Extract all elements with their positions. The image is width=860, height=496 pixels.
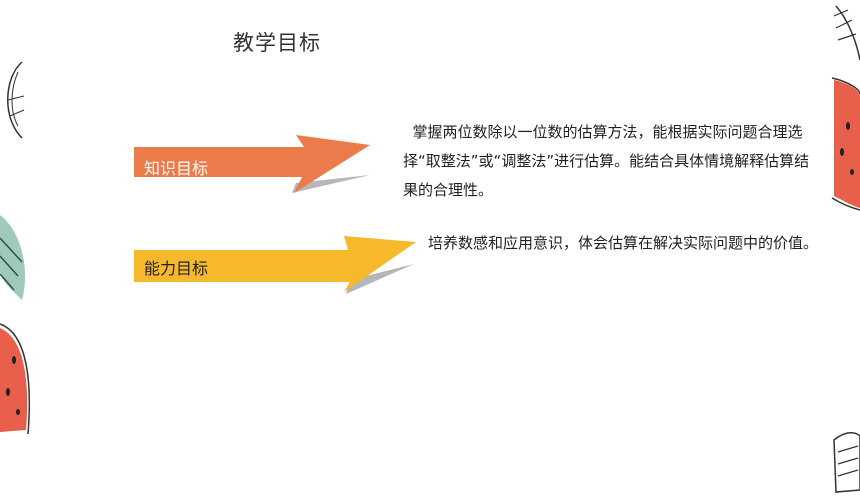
arrow-shadow bbox=[292, 175, 370, 193]
sketch-leaf-icon bbox=[7, 61, 23, 139]
ability-goal-label: 能力目标 bbox=[144, 259, 209, 278]
watermelon-icon bbox=[0, 328, 28, 432]
knowledge-goal-arrow: 知识目标 bbox=[134, 135, 384, 197]
watermelon-icon bbox=[834, 80, 860, 208]
sketch-leaf-icon bbox=[833, 432, 860, 493]
knowledge-goal-label: 知识目标 bbox=[144, 159, 209, 178]
leaf-icon bbox=[0, 215, 26, 300]
arrow-shadow bbox=[346, 264, 414, 294]
right-decoration bbox=[831, 5, 860, 493]
left-decoration bbox=[0, 61, 30, 435]
ability-goal-arrow: 能力目标 bbox=[134, 234, 424, 296]
sketch-leaf-icon bbox=[835, 5, 860, 61]
knowledge-goal-description: 掌握两位数除以一位数的估算方法，能根据实际问题合理选择“取整法”或“调整法”进行… bbox=[403, 123, 810, 199]
ability-goal-description: 培养数感和应用意识，体会估算在解决实际问题中的价值。 bbox=[428, 234, 819, 252]
page-title: 教学目标 bbox=[233, 31, 321, 55]
